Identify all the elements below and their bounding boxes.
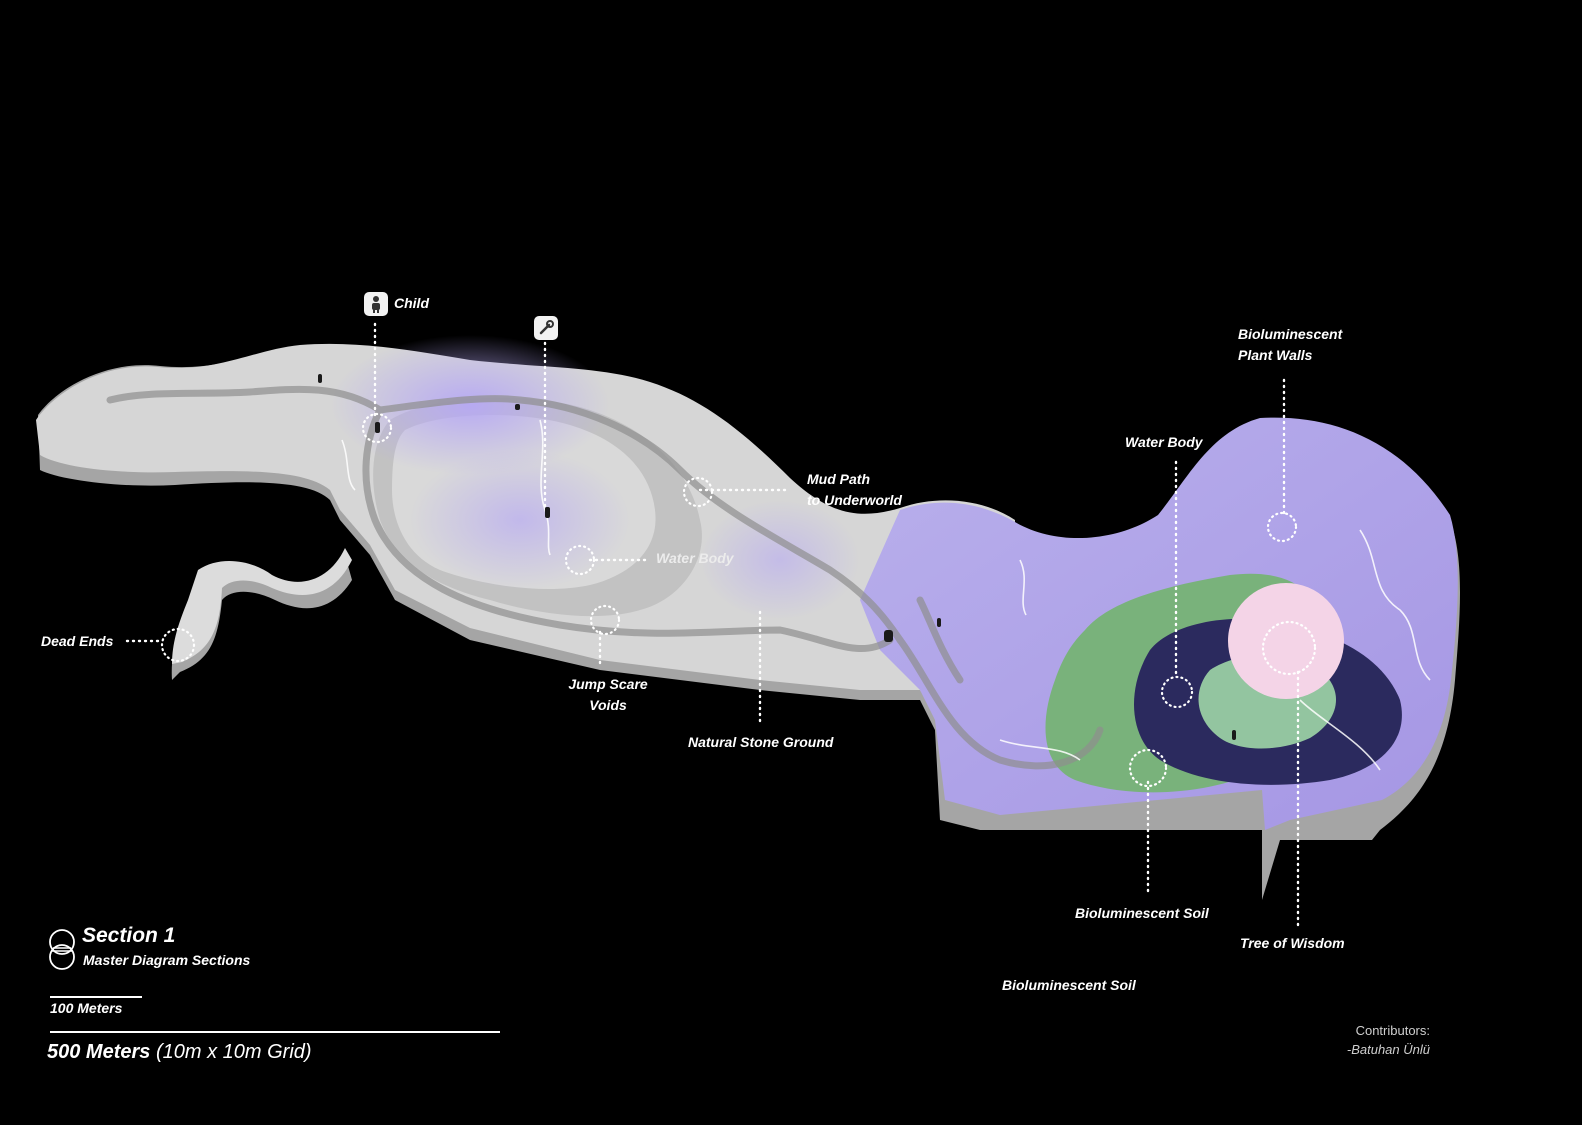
label-line-2: Voids xyxy=(589,697,627,713)
leader-lines xyxy=(125,322,1300,927)
label-dead-ends: Dead Ends xyxy=(41,633,114,649)
section-circles-icon xyxy=(49,929,75,970)
contributor-name: -Batuhan Ünlü xyxy=(1346,1042,1430,1057)
figures xyxy=(318,374,1236,740)
glow-left-2 xyxy=(410,450,630,590)
legend-section-subtitle: Master Diagram Sections xyxy=(83,952,251,968)
scale-bar-500 xyxy=(50,1031,500,1033)
label-line-2: Plant Walls xyxy=(1238,347,1313,363)
glow-left-1 xyxy=(330,335,610,475)
marker-circles xyxy=(160,412,1317,788)
scale-bar-100 xyxy=(50,996,142,998)
label-child: Child xyxy=(394,295,429,311)
light-veins xyxy=(341,419,1431,771)
legend-section-title: Section 1 xyxy=(82,924,176,947)
child-figure-icon xyxy=(364,292,388,316)
label-bioluminescent-soil-2: Bioluminescent Soil xyxy=(1002,977,1136,993)
label-water-body-right: Water Body xyxy=(1125,434,1203,450)
label-natural-stone-ground: Natural Stone Ground xyxy=(688,734,834,750)
label-bioluminescent-soil-1: Bioluminescent Soil xyxy=(1075,905,1209,921)
label-mud-path: Mud Path to Underworld xyxy=(807,469,902,511)
label-tree-of-wisdom: Tree of Wisdom xyxy=(1240,935,1345,951)
label-line-2: to Underworld xyxy=(807,492,902,508)
label-bioluminescent-plant-walls: Bioluminescent Plant Walls xyxy=(1238,324,1342,366)
scale-label-500: 500 Meters (10m x 10m Grid) xyxy=(47,1041,312,1064)
tree-of-wisdom-disc xyxy=(1228,583,1344,699)
dead-end-path xyxy=(172,548,352,664)
scale-500-note: (10m x 10m Grid) xyxy=(155,1041,312,1063)
contributors: Contributors: -Batuhan Ünlü xyxy=(1347,1021,1430,1059)
glow-left-3 xyxy=(700,500,860,620)
contributors-heading: Contributors: xyxy=(1355,1023,1430,1038)
label-jump-scare-voids: Jump Scare Voids xyxy=(560,674,656,716)
label-water-body-center: Water Body xyxy=(656,550,734,566)
label-line-1: Mud Path xyxy=(807,471,870,487)
paths xyxy=(106,385,1104,770)
scale-label-100: 100 Meters xyxy=(50,1000,123,1016)
label-line-1: Jump Scare xyxy=(568,676,648,692)
scale-500-value: 500 Meters xyxy=(47,1041,151,1063)
label-line-1: Bioluminescent xyxy=(1238,326,1343,342)
wand-icon xyxy=(534,316,558,340)
